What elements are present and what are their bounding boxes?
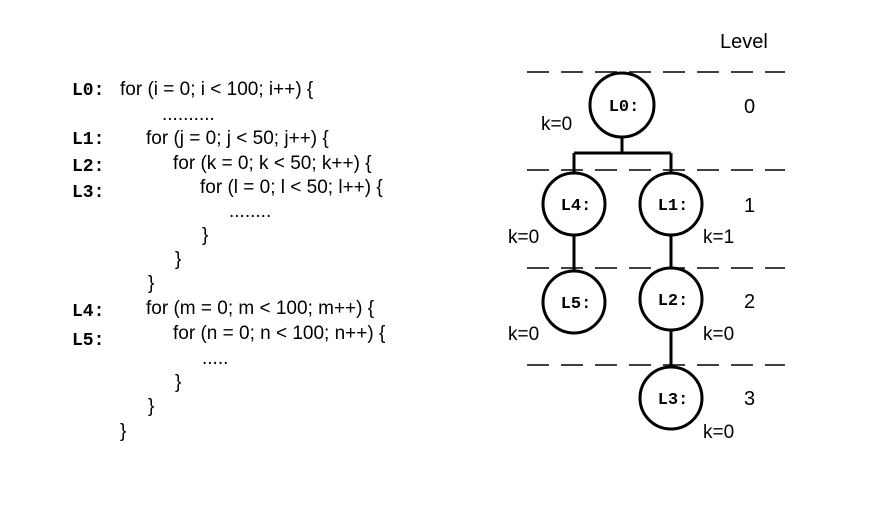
code-label-l3: L3: <box>72 183 105 203</box>
k-annotation-l0: k=0 <box>541 114 572 135</box>
tree-node-l0 <box>588 71 656 139</box>
tree-node-label-l4: L4: <box>561 197 592 216</box>
level-number-0: 0 <box>744 96 755 118</box>
code-line-7: } <box>202 225 209 246</box>
code-line-14: } <box>148 396 155 417</box>
code-label-l1: L1: <box>72 130 105 150</box>
level-header: Level <box>720 31 768 53</box>
k-annotation-l3: k=0 <box>703 422 734 443</box>
code-label-l0: L0: <box>72 81 105 101</box>
k-annotation-l4: k=0 <box>508 227 539 248</box>
code-line-3: for (j = 0; j < 50; j++) { <box>146 128 329 149</box>
level-number-3: 3 <box>744 388 755 410</box>
code-line-2: .......... <box>162 104 215 125</box>
code-line-13: } <box>175 372 182 393</box>
code-label-l2: L2: <box>72 157 105 177</box>
code-line-15: } <box>120 421 127 442</box>
tree-node-l5 <box>541 269 607 335</box>
tree-node-label-l2: L2: <box>658 292 689 311</box>
code-line-9: } <box>148 273 155 294</box>
tree-node-l1 <box>638 171 704 237</box>
tree-node-l2 <box>638 266 704 332</box>
code-line-12: ..... <box>202 348 229 369</box>
code-label-l5: L5: <box>72 331 105 351</box>
k-annotation-l1: k=1 <box>703 227 734 248</box>
tree-node-l4 <box>541 171 607 237</box>
code-line-6: ........ <box>229 201 272 222</box>
code-label-l4: L4: <box>72 302 105 322</box>
code-line-5: for (l = 0; l < 50; l++) { <box>200 177 383 198</box>
code-line-8: } <box>175 249 182 270</box>
k-annotation-l5: k=0 <box>508 324 539 345</box>
code-line-4: for (k = 0; k < 50; k++) { <box>173 153 372 174</box>
k-annotation-l2: k=0 <box>703 324 734 345</box>
tree-node-label-l1: L1: <box>658 197 689 216</box>
level-number-2: 2 <box>744 291 755 313</box>
tree-node-l3 <box>638 365 704 431</box>
tree-node-label-l5: L5: <box>561 295 592 314</box>
tree-node-label-l3: L3: <box>658 391 689 410</box>
code-line-10: for (m = 0; m < 100; m++) { <box>146 298 375 319</box>
level-number-1: 1 <box>744 195 755 217</box>
code-line-11: for (n = 0; n < 100; n++) { <box>173 323 386 344</box>
code-line-1: for (i = 0; i < 100; i++) { <box>120 79 314 100</box>
tree-node-label-l0: L0: <box>609 98 640 117</box>
